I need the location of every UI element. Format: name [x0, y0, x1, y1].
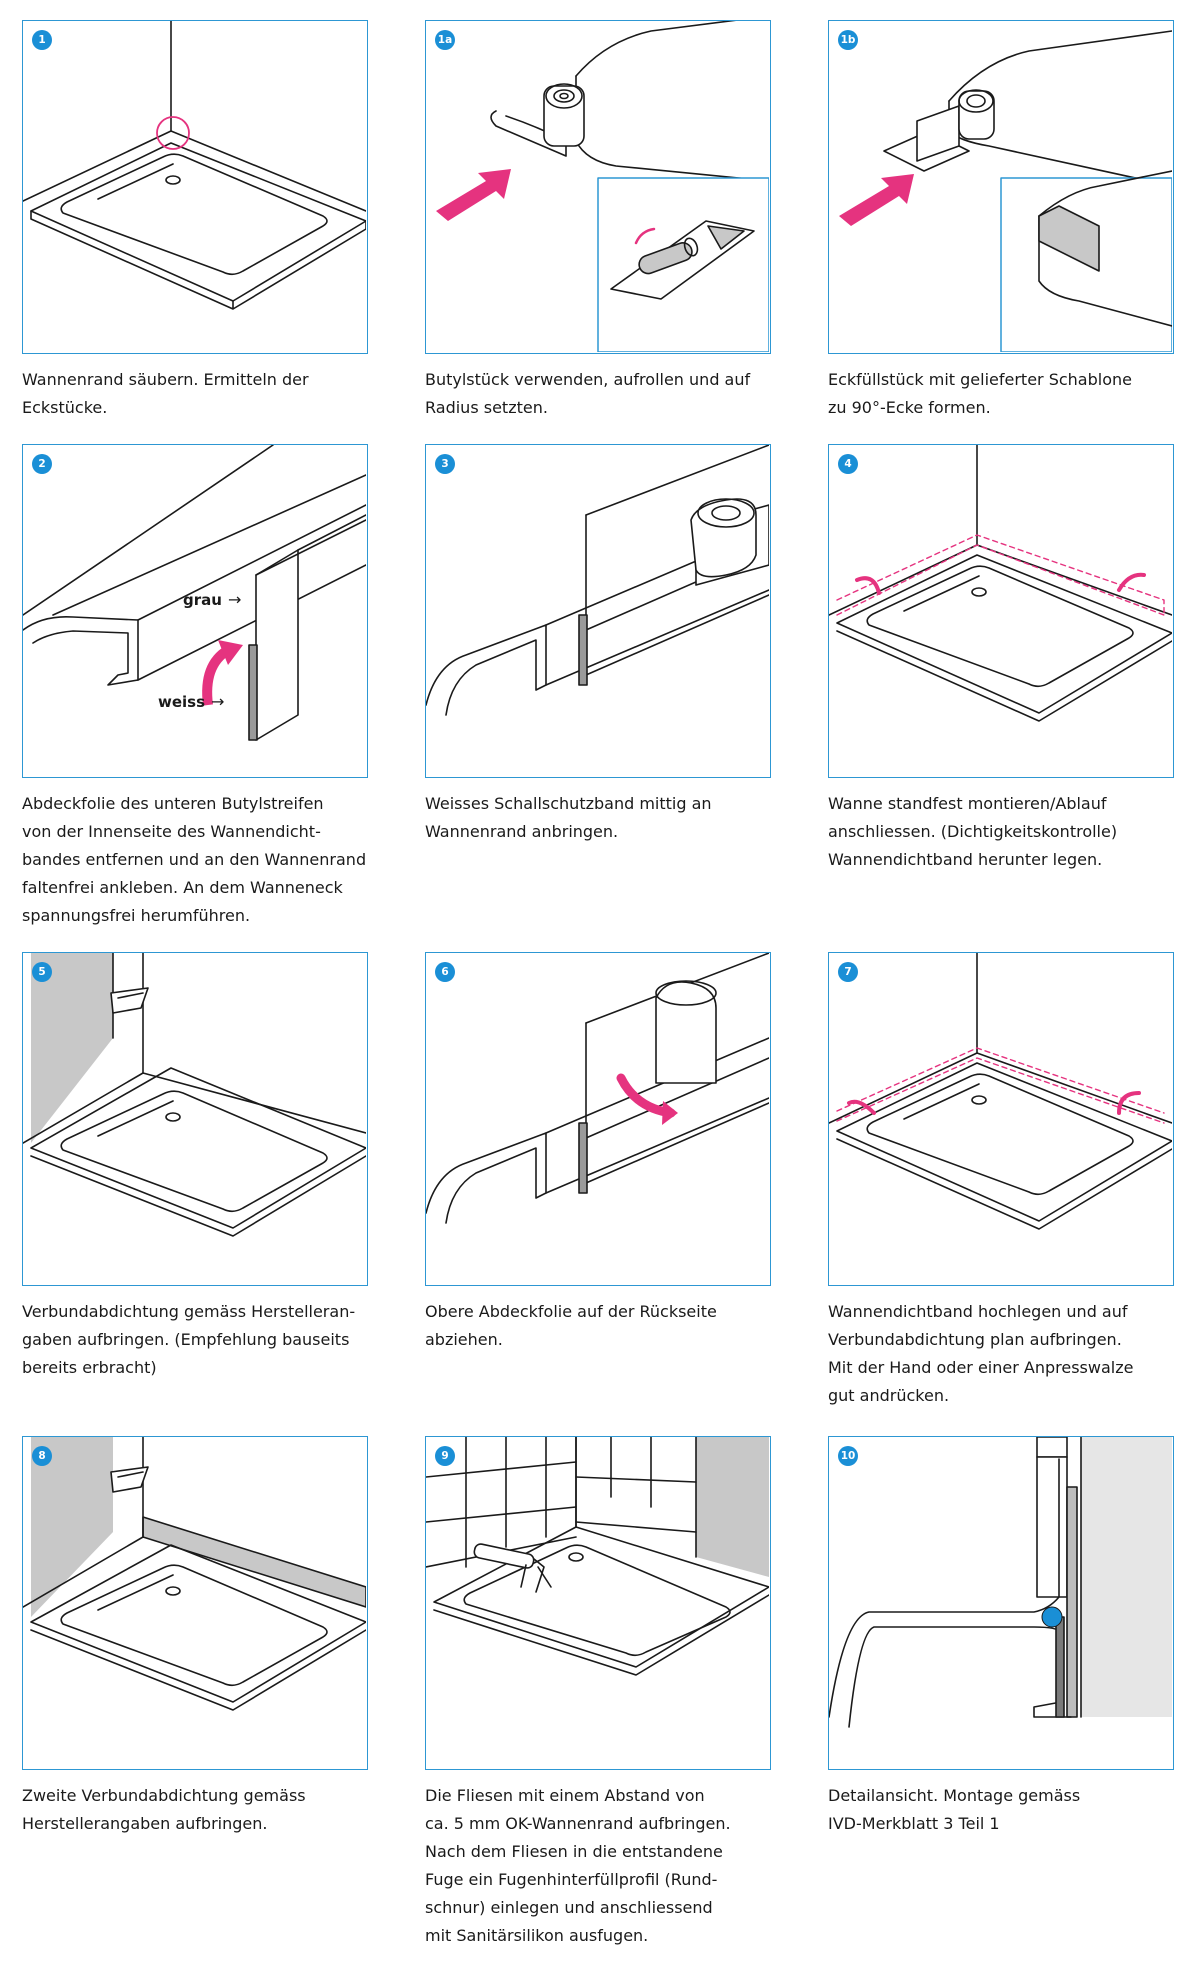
step-5-illustration: 5 — [22, 952, 368, 1286]
second-sealing-drawing — [23, 1437, 366, 1711]
step-1-illustration: 1 — [22, 20, 368, 354]
step-1b-caption: Eckfüllstück mit gelieferter Schablone z… — [828, 370, 1132, 417]
step-7-caption: Wannendichtband hochlegen und auf Verbun… — [828, 1302, 1134, 1405]
step-1b-illustration: 1b — [828, 20, 1174, 354]
step-number-badge: 9 — [435, 1446, 455, 1466]
arrow-icon — [436, 169, 511, 221]
sound-tape-drawing — [426, 445, 769, 716]
step-number-badge: 8 — [32, 1446, 52, 1466]
tape-attach-drawing: grau → weiss → — [23, 445, 366, 741]
step-number-badge: 1 — [32, 30, 52, 50]
step-number-badge: 3 — [435, 454, 455, 474]
caulking-gun-icon — [473, 1543, 535, 1569]
step-9-illustration: 9 — [425, 1436, 771, 1770]
step-4-caption: Wanne standfest montieren/Ablauf anschli… — [828, 794, 1118, 869]
step-1-caption: Wannenrand säubern. Ermitteln der Eckstü… — [22, 370, 309, 417]
step-2-caption: Abdeckfolie des unteren Butylstreifen vo… — [22, 794, 367, 925]
step-4-illustration: 4 — [828, 444, 1174, 778]
step-number-badge: 6 — [435, 962, 455, 982]
arrow-icon: → — [228, 590, 241, 609]
step-10-illustration: 10 — [828, 1436, 1174, 1770]
step-6-illustration: 6 — [425, 952, 771, 1286]
grey-label: grau — [183, 591, 222, 609]
step-number-badge: 5 — [32, 962, 52, 982]
step-number-badge: 4 — [838, 454, 858, 474]
step-8-illustration: 8 — [22, 1436, 368, 1770]
corner-filler-drawing — [839, 30, 1172, 352]
tub-corner-drawing — [23, 21, 366, 310]
step-7-illustration: 7 — [828, 952, 1174, 1286]
step-2-illustration: 2 grau → weiss → — [22, 444, 368, 778]
arrow-icon: → — [211, 692, 224, 711]
step-number-badge: 7 — [838, 962, 858, 982]
white-label: weiss — [158, 693, 205, 711]
step-10-caption: Detailansicht. Montage gemäss IVD-Merkbl… — [828, 1786, 1081, 1833]
step-1a-caption: Butylstück verwenden, aufrollen und auf … — [425, 370, 751, 417]
butyl-roll-drawing — [436, 21, 769, 352]
tape-press-drawing — [829, 953, 1172, 1230]
step-1a-illustration: 1a — [425, 20, 771, 354]
step-number-badge: 2 — [32, 454, 52, 474]
detail-section-drawing — [829, 1437, 1172, 1728]
step-number-badge: 10 — [838, 1446, 858, 1466]
arrow-icon — [839, 174, 914, 226]
step-9-caption: Die Fliesen mit einem Abstand von ca. 5 … — [425, 1786, 731, 1945]
step-3-illustration: 3 — [425, 444, 771, 778]
step-5-caption: Verbundabdichtung gemäss Herstelleran- g… — [22, 1302, 356, 1377]
tiling-drawing — [426, 1437, 769, 1676]
foil-remove-drawing — [426, 953, 769, 1224]
step-6-caption: Obere Abdeckfolie auf der Rückseite abzi… — [425, 1302, 717, 1349]
step-3-caption: Weisses Schallschutzband mittig an Wanne… — [425, 794, 712, 841]
sealing-drawing — [23, 953, 366, 1237]
step-8-caption: Zweite Verbundabdichtung gemäss Herstell… — [22, 1786, 306, 1833]
step-number-badge: 1b — [838, 30, 858, 50]
step-number-badge: 1a — [435, 30, 455, 50]
tub-mount-drawing — [829, 445, 1172, 722]
